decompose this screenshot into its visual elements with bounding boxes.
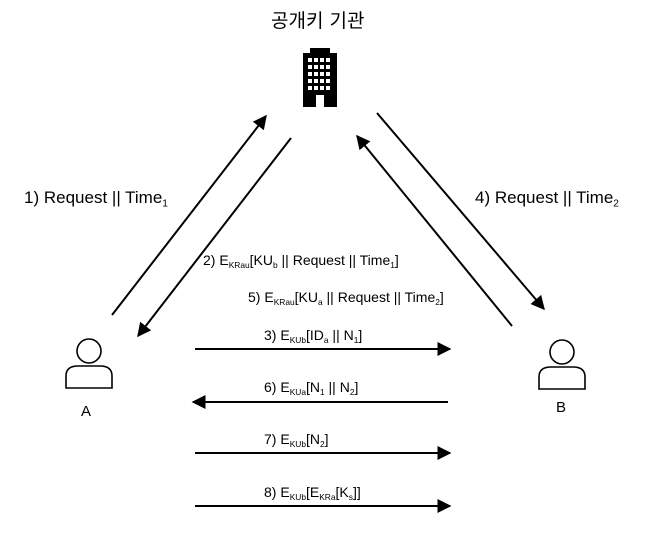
arrow-m1 xyxy=(111,114,267,316)
message-3-label: 3) EKUb[IDa || N1] xyxy=(264,327,363,345)
message-7-label: 7) EKUb[N2] xyxy=(264,431,329,449)
message-1-label: 1) Request || Time1 xyxy=(24,188,168,210)
message-4-label: 4) Request || Time2 xyxy=(475,188,619,210)
arrow-m4 xyxy=(376,112,545,311)
message-6-label: 6) EKUa[N1 || N2] xyxy=(264,379,359,397)
arrow-m2 xyxy=(137,137,292,338)
actor-b-name: B xyxy=(556,399,567,416)
person-icon xyxy=(65,338,113,389)
authority-title: 공개키 기관 xyxy=(271,10,365,32)
message-5-label: 5) EKRau[KUa || Request || Time2] xyxy=(248,289,444,307)
person-icon xyxy=(538,339,586,390)
building-icon xyxy=(303,48,337,107)
message-8-label: 8) EKUb[EKRa[Ks]] xyxy=(264,484,361,502)
message-2-label: 2) EKRau[KUb || Request || Time1] xyxy=(203,252,399,270)
actor-a-name: A xyxy=(81,403,92,420)
arrow-m5 xyxy=(356,134,513,327)
